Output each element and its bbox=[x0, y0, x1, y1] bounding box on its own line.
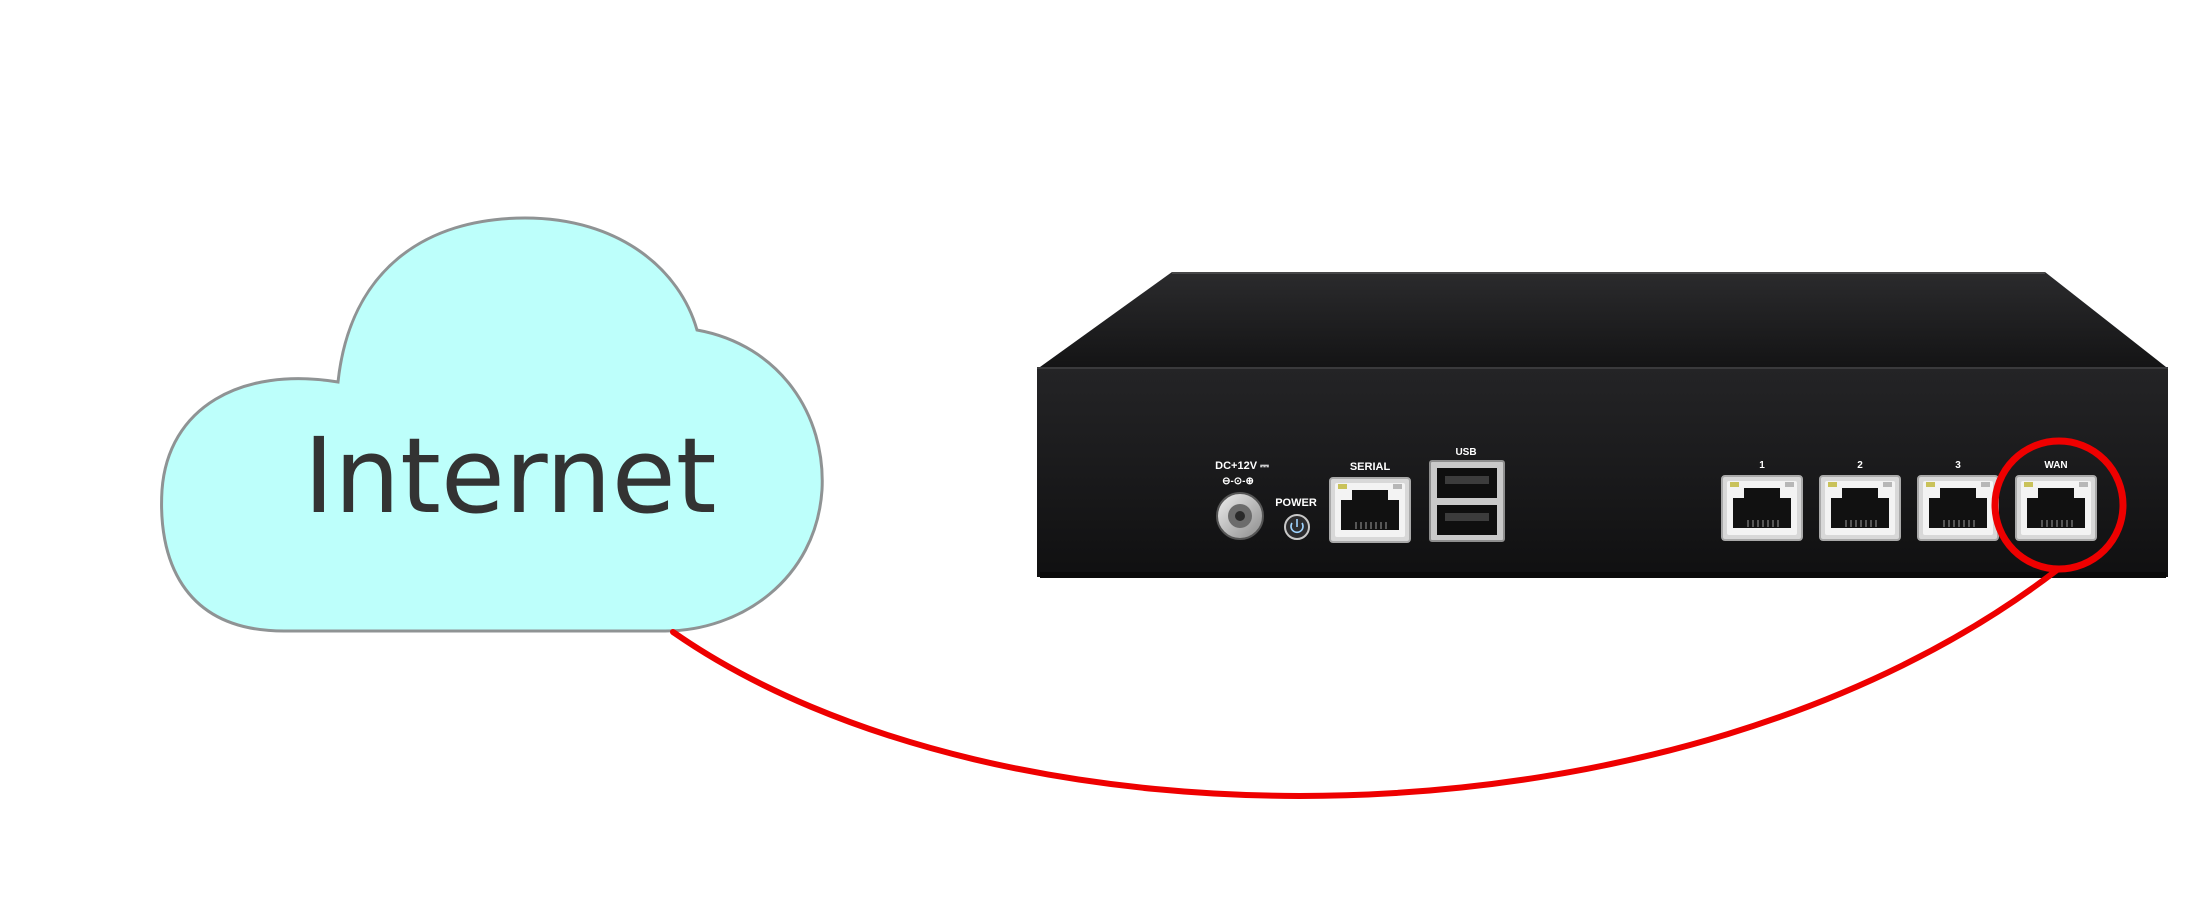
lan-port-3: 3 bbox=[1917, 460, 1999, 541]
device-front-panel bbox=[1037, 367, 2168, 577]
lan-port-2: 2 bbox=[1819, 460, 1901, 541]
lan-port-1: 1 bbox=[1721, 460, 1803, 541]
internet-cloud: Internet bbox=[160, 216, 824, 633]
lan-port-3-label: 3 bbox=[1955, 460, 1961, 471]
wan-port: WAN bbox=[2015, 460, 2097, 541]
device-top-panel bbox=[1040, 272, 2166, 367]
usb-label: USB bbox=[1455, 447, 1476, 458]
dc-polarity-label: ⊖-⊙-⊕ bbox=[1222, 476, 1254, 487]
power-label: POWER bbox=[1275, 497, 1317, 509]
serial-label: SERIAL bbox=[1350, 461, 1391, 473]
usb-ports: USB bbox=[1429, 447, 1505, 542]
router-device: DC+12V ⎓ ⊖-⊙-⊕ POWER SERIAL USB bbox=[1037, 272, 2168, 578]
serial-port: SERIAL bbox=[1329, 461, 1411, 543]
lan-port-2-label: 2 bbox=[1857, 460, 1863, 471]
cloud-label: Internet bbox=[304, 415, 717, 537]
lan-port-1-label: 1 bbox=[1759, 460, 1765, 471]
power-button: POWER bbox=[1275, 497, 1317, 540]
dc-power-jack: DC+12V ⎓ ⊖-⊙-⊕ bbox=[1215, 460, 1269, 540]
cloud-shape bbox=[160, 216, 824, 633]
power-icon bbox=[1284, 514, 1310, 540]
wan-port-label: WAN bbox=[2044, 460, 2067, 471]
internet-to-wan-cable bbox=[670, 567, 2060, 799]
dc-input-label: DC+12V ⎓ bbox=[1215, 460, 1269, 472]
